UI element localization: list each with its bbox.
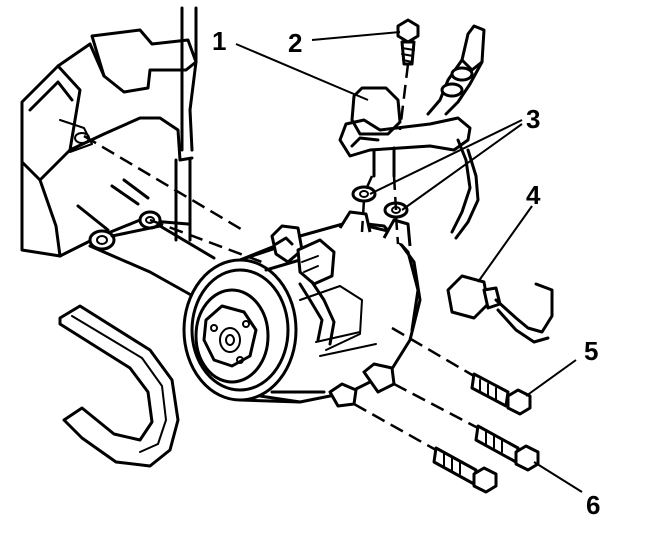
callout-4: 4 [526, 180, 541, 210]
sealing-washers [351, 185, 409, 219]
engine-block [20, 6, 216, 302]
mounting-bolt-6b [432, 446, 498, 494]
harness-connector [446, 274, 554, 344]
ac-compressor [182, 210, 422, 408]
mounting-bolt-6a [474, 424, 540, 472]
hose-manifold-assembly [338, 24, 486, 240]
mounting-bolt-5 [470, 372, 532, 416]
callout-labels: 1 2 3 4 5 6 [212, 26, 600, 520]
callout-3: 3 [526, 104, 540, 134]
leader-lines [235, 31, 583, 493]
manifold-bolt [396, 18, 420, 66]
callout-2: 2 [288, 28, 302, 58]
callout-5: 5 [584, 336, 598, 366]
callout-6: 6 [586, 490, 600, 520]
drive-belt [58, 304, 180, 468]
callout-1: 1 [212, 26, 226, 56]
